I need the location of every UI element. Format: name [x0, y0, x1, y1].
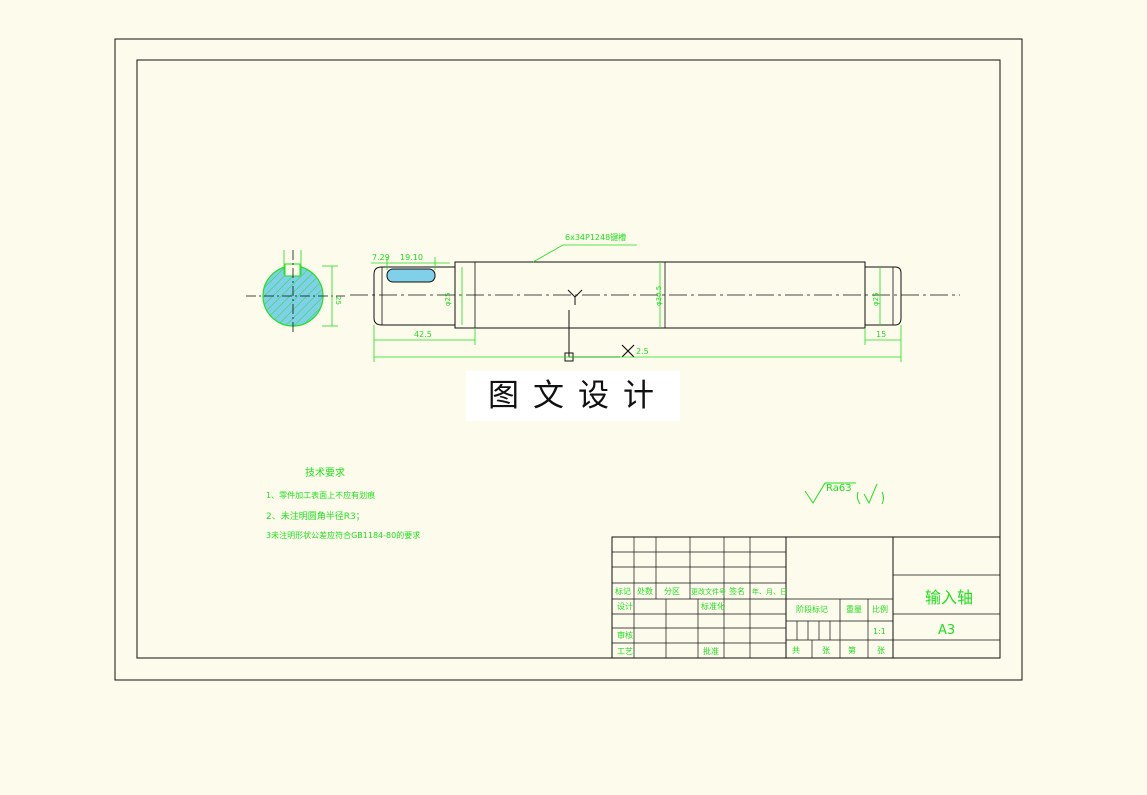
sheet-no: 第: [848, 645, 856, 655]
row-approve: 批准: [703, 646, 719, 656]
total-length-label: 2.5: [636, 347, 649, 356]
watermark-text: 图文设计: [488, 378, 668, 414]
keyway: [386, 268, 436, 283]
hdr-change-doc: 更改文件号: [691, 587, 726, 596]
tech-req-heading: 技术要求: [305, 466, 345, 479]
technical-requirements: 技术要求 1、零件加工表面上不应有划痕 2、未注明圆角半径R3； 3未注明形状公…: [266, 466, 420, 540]
section-depth-label: 25: [334, 296, 342, 305]
tech-req-item-2: 2、未注明圆角半径R3；: [266, 510, 365, 522]
part-name: 输入轴: [925, 588, 973, 607]
hdr-count: 处数: [637, 586, 653, 596]
row-ratio: 比例: [872, 604, 888, 614]
tech-req-item-3: 3未注明形状公差应符合GB1184-80的要求: [266, 530, 420, 540]
keyway-depth-label: 7.29: [372, 253, 390, 262]
row-process: 工艺: [617, 647, 633, 656]
outer-frame: [114, 38, 1023, 681]
surface-finish: Ra63: [804, 482, 884, 505]
thread-note-label: 6x34P1248键槽: [565, 232, 626, 242]
left-section-label: 42.5: [414, 330, 432, 339]
row-review: 审核: [617, 630, 633, 640]
sheet-size: A3: [938, 623, 955, 638]
tech-req-item-1: 1、零件加工表面上不应有划痕: [266, 490, 375, 500]
right-end-label: 15: [876, 330, 886, 339]
diam-left-label: φ25: [444, 292, 452, 306]
surface-finish-label: Ra63: [826, 483, 852, 494]
inner-frame: [136, 59, 1001, 659]
sheet-unit: 张: [877, 646, 885, 655]
watermark-box: [466, 371, 680, 421]
dimension-lines: 7.29 19.10 6x34P1248键槽 φ25 φ30.5 φ25 42.…: [371, 232, 902, 362]
title-block: 标记 处数 分区 更改文件号 签名 年、月、日 设计 标准化 审核 工艺 批准 …: [611, 536, 1001, 659]
keyway-length-label: 19.10: [400, 253, 423, 262]
sheet-total: 共: [792, 646, 800, 655]
hdr-date: 年、月、日: [752, 587, 787, 596]
scale-value: 1:1: [873, 627, 886, 636]
row-standard: 标准化: [701, 601, 725, 611]
row-weight: 重量: [846, 604, 862, 614]
hdr-sign: 签名: [729, 586, 745, 596]
diam-right-label: φ25: [872, 292, 880, 306]
row-stage: 阶段标记: [796, 604, 828, 614]
shaft-view: [350, 261, 960, 362]
diam-mid-label: φ30.5: [655, 286, 663, 306]
row-design: 设计: [617, 601, 633, 611]
sheet-count: 张: [822, 646, 830, 655]
hdr-mark: 标记: [615, 586, 631, 596]
section-view: 25: [246, 250, 345, 335]
hdr-zone: 分区: [664, 587, 680, 596]
